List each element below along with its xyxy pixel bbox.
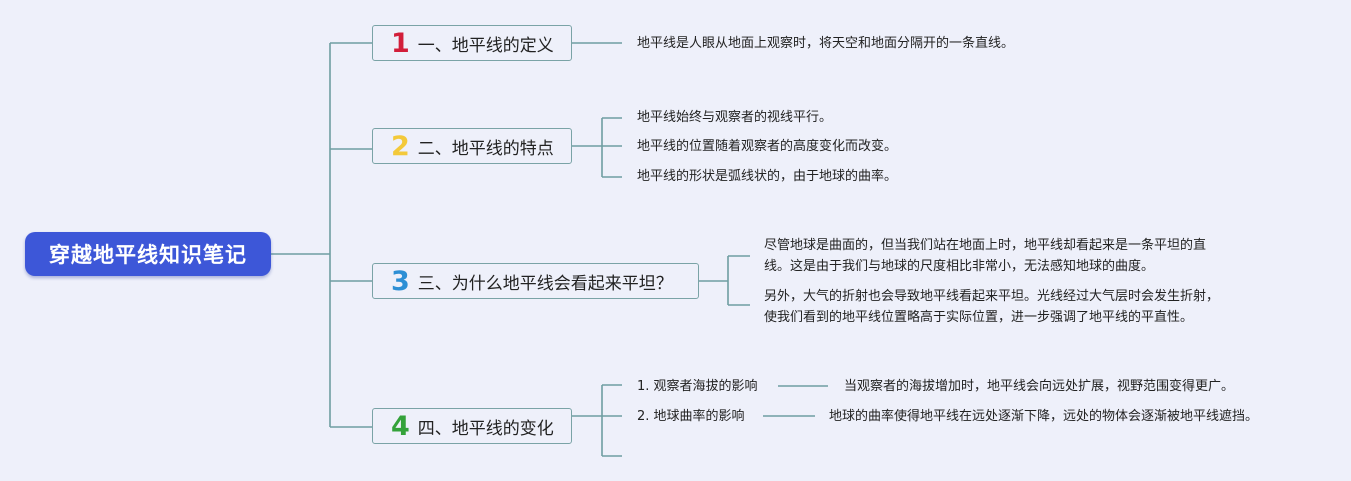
leaf-change-label: 2. 地球曲率的影响 — [637, 409, 745, 424]
branch-title: 三、为什么地平线会看起来平坦？ — [417, 273, 673, 294]
leaf-line: 线。这是由于我们与地球的尺度相比非常小，无法感知地球的曲度。 — [764, 259, 1155, 274]
number-badge-2: 2 — [391, 130, 410, 162]
number-badge-4: 4 — [391, 410, 410, 442]
number-badge-1: 1 — [391, 27, 410, 59]
branch-title: 一、地平线的定义 — [417, 35, 554, 56]
leaf-line: 另外，大气的折射也会导致地平线看起来平坦。光线经过大气层时会发生折射， — [764, 289, 1220, 304]
leaf-feature: 地平线始终与观察者的视线平行。 — [637, 110, 833, 125]
leaf-feature: 地平线的位置随着观察者的高度变化而改变。 — [637, 139, 898, 154]
branch-title: 二、地平线的特点 — [417, 138, 554, 159]
leaf-definition: 地平线是人眼从地面上观察时，将天空和地面分隔开的一条直线。 — [637, 36, 1015, 51]
branch-node-why-flat[interactable]: 3 三、为什么地平线会看起来平坦？ — [372, 263, 699, 299]
leaf-explanation: 尽管地球是曲面的，但当我们站在地面上时，地平线却看起来是一条平坦的直 线。这是由… — [764, 235, 1206, 277]
branch-node-definition[interactable]: 1 一、地平线的定义 — [372, 25, 572, 61]
branch-node-features[interactable]: 2 二、地平线的特点 — [372, 128, 572, 164]
root-node[interactable]: 穿越地平线知识笔记 — [25, 232, 271, 276]
root-title: 穿越地平线知识笔记 — [49, 243, 247, 267]
leaf-line: 使我们看到的地平线位置略高于实际位置，进一步强调了地平线的平直性。 — [764, 310, 1194, 325]
leaf-line: 尽管地球是曲面的，但当我们站在地面上时，地平线却看起来是一条平坦的直 — [764, 238, 1207, 253]
branch-node-changes[interactable]: 4 四、地平线的变化 — [372, 408, 572, 444]
leaf-change-detail: 地球的曲率使得地平线在远处逐渐下降，远处的物体会逐渐被地平线遮挡。 — [829, 409, 1259, 424]
leaf-change-label: 1. 观察者海拔的影响 — [637, 379, 758, 394]
leaf-explanation: 另外，大气的折射也会导致地平线看起来平坦。光线经过大气层时会发生折射， 使我们看… — [764, 286, 1219, 328]
leaf-feature: 地平线的形状是弧线状的，由于地球的曲率。 — [637, 169, 898, 184]
branch-title: 四、地平线的变化 — [417, 418, 554, 439]
number-badge-3: 3 — [391, 265, 410, 297]
leaf-change-detail: 当观察者的海拔增加时，地平线会向远处扩展，视野范围变得更广。 — [844, 379, 1235, 394]
